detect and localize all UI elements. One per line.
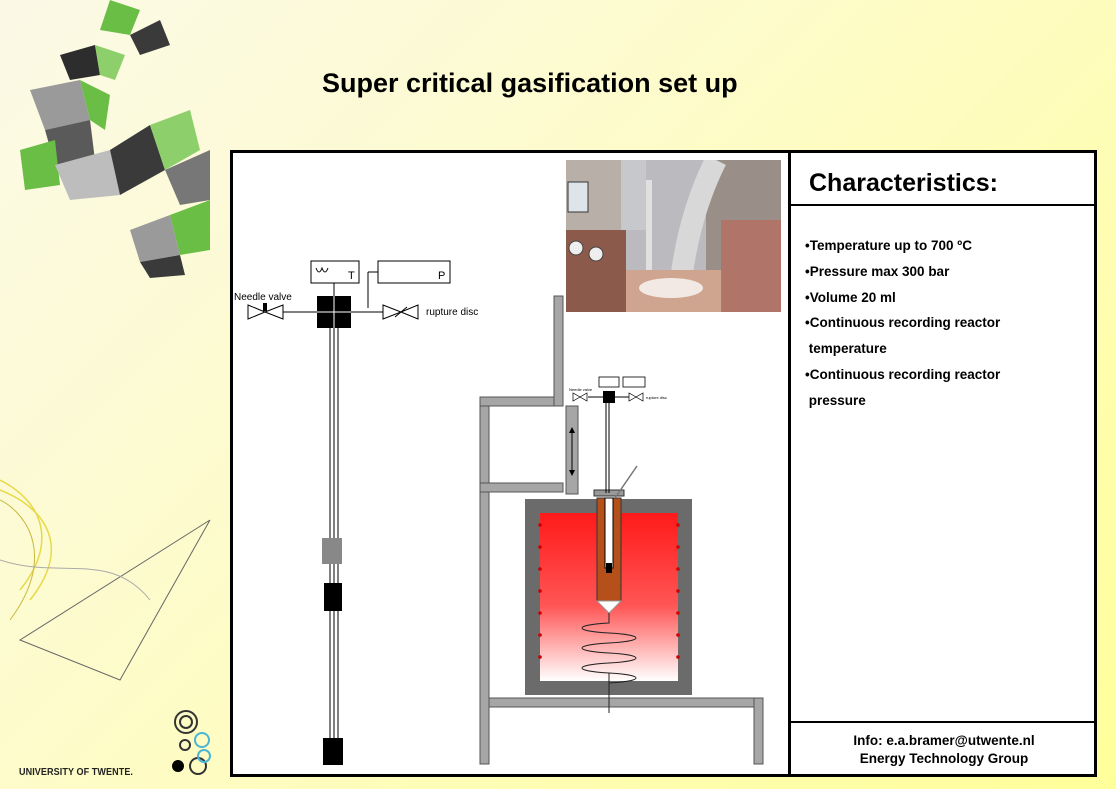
info-email: Info: e.a.bramer@utwente.nl — [853, 733, 1035, 748]
small-probe-head: Needle valve rupture disc — [569, 376, 667, 493]
panel-divider — [788, 153, 791, 774]
info-block: Info: e.a.bramer@utwente.nl Energy Techn… — [791, 732, 1097, 768]
university-logo-icon — [172, 710, 211, 775]
decorative-line-art — [0, 479, 211, 681]
rupture-disc-label: rupture disc — [426, 307, 478, 318]
page-title: Super critical gasification set up — [322, 68, 738, 98]
char-item: •Pressure max 300 bar — [805, 263, 950, 279]
setup-diagram: T P Needle valve rupture disc — [234, 260, 764, 765]
info-group: Energy Technology Group — [859, 751, 1029, 766]
characteristics-heading: Characteristics: — [809, 169, 998, 197]
probe-assembly: T P Needle valve rupture disc — [234, 260, 478, 765]
needle-valve-label: Needle valve — [234, 292, 292, 303]
char-item: •Continuous recording reactor — [805, 315, 1001, 331]
lab-photo — [566, 160, 781, 312]
characteristics-list: •Temperature up to 700 ºC •Pressure max … — [805, 233, 1075, 414]
support-rack — [479, 295, 764, 765]
char-item: pressure — [805, 392, 866, 408]
decorative-polygon-cluster — [20, 0, 210, 278]
char-item: temperature — [805, 341, 887, 357]
small-rupture-disc-label: rupture disc — [646, 395, 667, 400]
heading-rule — [791, 204, 1097, 206]
setup-panel: T P Needle valve rupture disc — [230, 150, 1097, 777]
char-item: •Volume 20 ml — [805, 289, 896, 305]
university-logo-text: UNIVERSITY OF TWENTE. — [19, 766, 134, 778]
char-item: •Temperature up to 700 ºC — [805, 238, 972, 253]
char-item: •Continuous recording reactor — [805, 366, 1001, 382]
furnace — [525, 465, 692, 713]
small-needle-valve-label: Needle valve — [569, 387, 593, 392]
info-rule — [791, 721, 1097, 723]
pressure-label: P — [438, 270, 445, 282]
temperature-label: T — [348, 270, 355, 282]
